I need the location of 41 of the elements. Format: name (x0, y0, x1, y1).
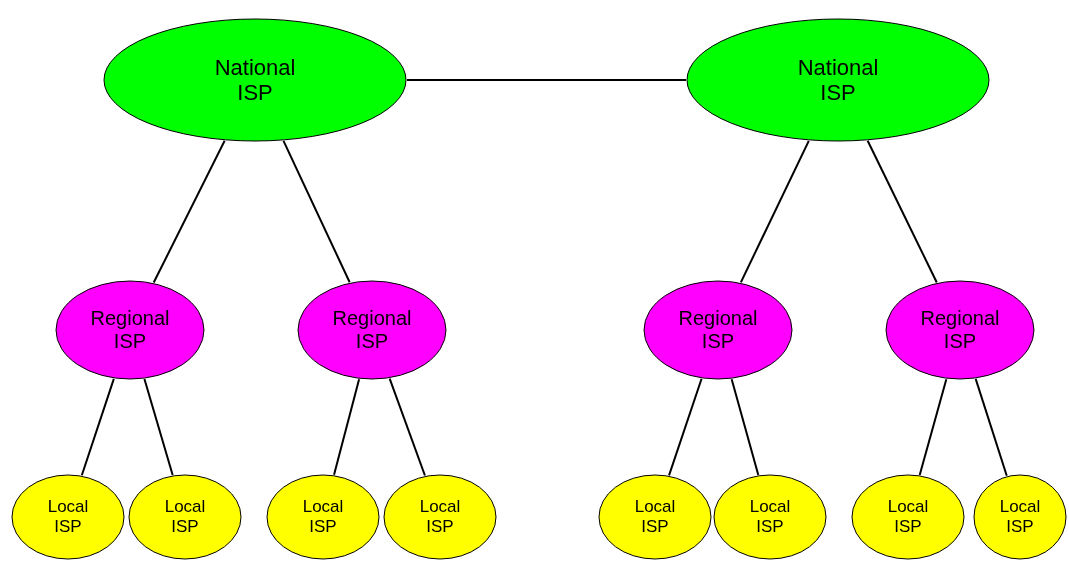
connector-line (282, 139, 351, 284)
isp-label: Regional ISP (678, 307, 758, 353)
isp-ellipse (885, 280, 1035, 380)
isp-ellipse (598, 474, 712, 560)
isp-label: Local ISP (419, 497, 461, 537)
isp-ellipse (103, 18, 407, 142)
isp-ellipse (851, 474, 965, 560)
isp-label: Local ISP (47, 497, 89, 537)
connector-line (974, 377, 1008, 477)
isp-ellipse (266, 474, 380, 560)
isp-label: Regional ISP (332, 307, 412, 353)
isp-label: Regional ISP (920, 307, 1000, 353)
isp-label: National ISP (797, 54, 879, 106)
connector-line (388, 377, 426, 477)
isp-label: Local ISP (302, 497, 344, 537)
isp-ellipse (297, 280, 447, 380)
connector-line (739, 139, 810, 284)
isp-label: Local ISP (634, 497, 676, 537)
connector-line (918, 378, 948, 476)
isp-label: Regional ISP (90, 307, 170, 353)
connector-line (668, 377, 703, 477)
isp-label: Local ISP (749, 497, 791, 537)
isp-ellipse (383, 474, 497, 560)
connector-line (333, 378, 361, 476)
connector-line (866, 139, 938, 284)
connector-line (80, 377, 115, 477)
isp-ellipse (55, 280, 205, 380)
isp-ellipse (686, 18, 990, 142)
isp-label: Local ISP (999, 497, 1041, 537)
isp-label: National ISP (214, 54, 296, 106)
isp-ellipse (973, 474, 1067, 560)
connector-line (406, 79, 687, 81)
isp-label: Local ISP (887, 497, 929, 537)
isp-ellipse (643, 280, 793, 380)
isp-ellipse (128, 474, 242, 560)
connector-line (730, 378, 760, 476)
connector-line (143, 378, 174, 476)
isp-ellipse (713, 474, 827, 560)
connector-line (152, 139, 226, 284)
isp-ellipse (11, 474, 125, 560)
isp-label: Local ISP (164, 497, 206, 537)
